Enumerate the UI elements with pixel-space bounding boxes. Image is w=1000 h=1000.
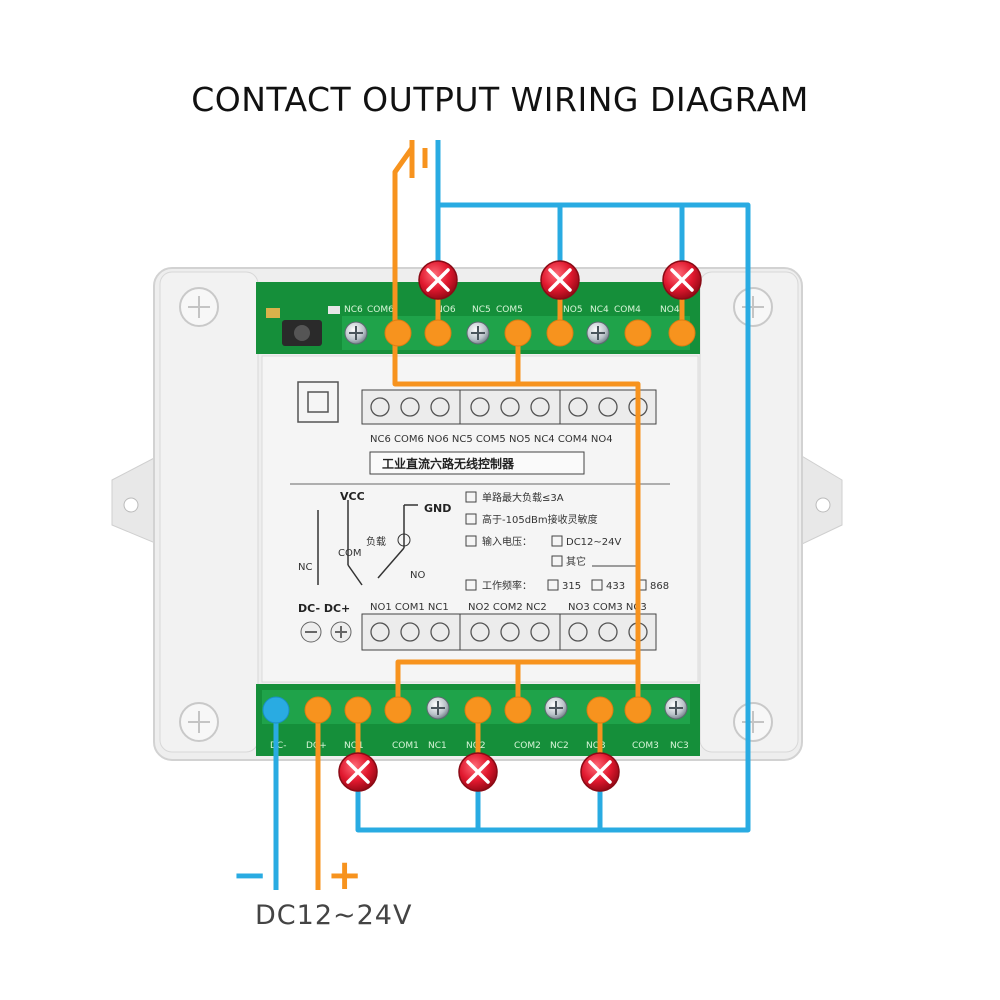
supply-minus-sign: −	[232, 850, 268, 899]
spec-freq-315: 315	[562, 581, 581, 592]
spec-frequency: 工作频率：	[482, 579, 532, 592]
pcb-label-com6: COM6	[367, 305, 394, 315]
spec-voltage-value: DC12~24V	[566, 537, 622, 548]
lamp-icon	[458, 752, 498, 792]
lower-labels-ch3: NO3 COM3 NC3	[568, 602, 647, 613]
label-panel: NC6 COM6 NO6 NC5 COM5 NO5 NC4 COM4 NO4 工…	[261, 355, 699, 683]
mounting-screw-icon	[179, 287, 219, 327]
pcb-label-nc2: NC2	[550, 741, 569, 751]
supply-voltage-label: DC12~24V	[255, 900, 413, 931]
top-terminal-dots	[384, 319, 696, 347]
pcb-label-no3: NO3	[586, 741, 606, 751]
lamp-icon	[418, 260, 458, 300]
pcb-label-com5: COM5	[496, 305, 523, 315]
lamp-icon	[540, 260, 580, 300]
pcb-label-no5: NO5	[563, 305, 583, 315]
lamp-icon	[580, 752, 620, 792]
terminal-screw-icon	[586, 321, 610, 345]
schematic-nc: NC	[298, 562, 312, 573]
power-terminal-labels: DC- DC+	[298, 602, 350, 615]
spec-max-load: 单路最大负载≤3A	[482, 491, 564, 504]
terminal-screw-icon	[544, 696, 568, 720]
pcb-label-no6: NO6	[436, 305, 456, 315]
terminal-screw-icon	[426, 696, 450, 720]
spec-other: 其它	[566, 555, 586, 568]
pcb-label-com4: COM4	[614, 305, 641, 315]
pcb-label-nc3: NC3	[670, 741, 689, 751]
pcb-label-nc4: NC4	[590, 305, 609, 315]
pcb-label-no4: NO4	[660, 305, 680, 315]
pcb-label-com2: COM2	[514, 741, 541, 751]
terminal-screw-icon	[466, 321, 490, 345]
panel-terminal-screws	[370, 397, 648, 642]
power-minus-icon	[300, 621, 322, 643]
supply-plus-sign: +	[327, 850, 363, 899]
schematic-no: NO	[410, 570, 425, 581]
schematic-load: 负载	[366, 535, 386, 548]
pcb-label-com1: COM1	[392, 741, 419, 751]
terminal-screw-icon	[344, 321, 368, 345]
lower-labels-ch1: NO1 COM1 NC1	[370, 602, 449, 613]
lower-labels-ch2: NO2 COM2 NC2	[468, 602, 547, 613]
schematic-com: COM	[338, 548, 361, 559]
mounting-screw-icon	[733, 287, 773, 327]
pcb-label-nc6: NC6	[344, 305, 363, 315]
lamp-icon	[338, 752, 378, 792]
battery-symbol	[409, 140, 441, 178]
mounting-screw-icon	[733, 702, 773, 742]
negative-wiring	[273, 148, 751, 890]
spec-sensitivity: 高于-105dBm接收灵敏度	[482, 513, 598, 526]
spec-input-voltage: 输入电压：	[482, 535, 532, 548]
pcb-label-com3: COM3	[632, 741, 659, 751]
product-name: 工业直流六路无线控制器	[382, 456, 515, 471]
schematic-vcc: VCC	[340, 490, 365, 503]
spec-list: 单路最大负载≤3A 高于-105dBm接收灵敏度 输入电压： DC12~24V …	[465, 491, 669, 592]
diagram-title: CONTACT OUTPUT WIRING DIAGRAM	[191, 80, 809, 119]
bottom-terminal-dots	[262, 696, 652, 724]
mounting-screw-icon	[179, 702, 219, 742]
terminal-screw-icon	[664, 696, 688, 720]
relay-contact-schematic: VCC GND NC COM NO 负载	[298, 490, 451, 586]
pcb-label-no1: NO1	[344, 741, 364, 751]
power-plus-icon	[330, 621, 352, 643]
lamp-icon	[662, 260, 702, 300]
pcb-label-nc5: NC5	[472, 305, 491, 315]
spec-freq-868: 868	[650, 581, 669, 592]
schematic-gnd: GND	[424, 502, 451, 515]
pcb-label-nc1: NC1	[428, 741, 447, 751]
spec-freq-433: 433	[606, 581, 625, 592]
upper-terminal-labels: NC6 COM6 NO6 NC5 COM5 NO5 NC4 COM4 NO4	[370, 434, 613, 445]
